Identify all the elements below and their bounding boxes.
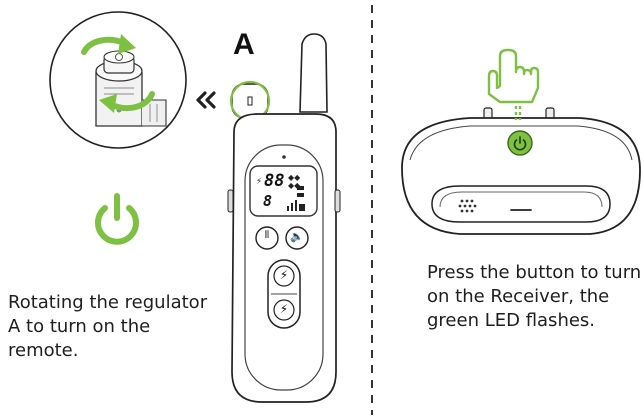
double-chevron-left-icon [196, 91, 216, 109]
speaker-icon: 🔈 [290, 230, 304, 243]
lightning-boost-icon: ⚡ [279, 302, 289, 316]
vibrate-icon: ⦀ [264, 230, 270, 241]
lightning-icon: ⚡ [279, 268, 289, 282]
regulator-label-a: A [233, 28, 255, 61]
power-icon [95, 193, 139, 245]
lcd-digits-bottom: 8 [263, 192, 273, 210]
lcd-lightning-icon: ⚡ [256, 176, 263, 187]
lcd-digits-top: 88 [264, 171, 285, 191]
speaker-grille [458, 199, 477, 213]
caption-remote-power-on: Rotating the regulator A to turn on the … [8, 292, 208, 361]
regulator-zoom-inset [49, 11, 187, 149]
signal-bars-icon [287, 200, 305, 211]
pointing-hand-icon [487, 48, 540, 120]
lcd-dog-icon: ◆◆◆◆ [288, 173, 301, 190]
remote-control [227, 33, 341, 403]
receiver-collar [401, 107, 641, 235]
battery-icon [297, 186, 304, 197]
caption-receiver-power-on: Press the button to turn on the Receiver… [427, 262, 642, 331]
